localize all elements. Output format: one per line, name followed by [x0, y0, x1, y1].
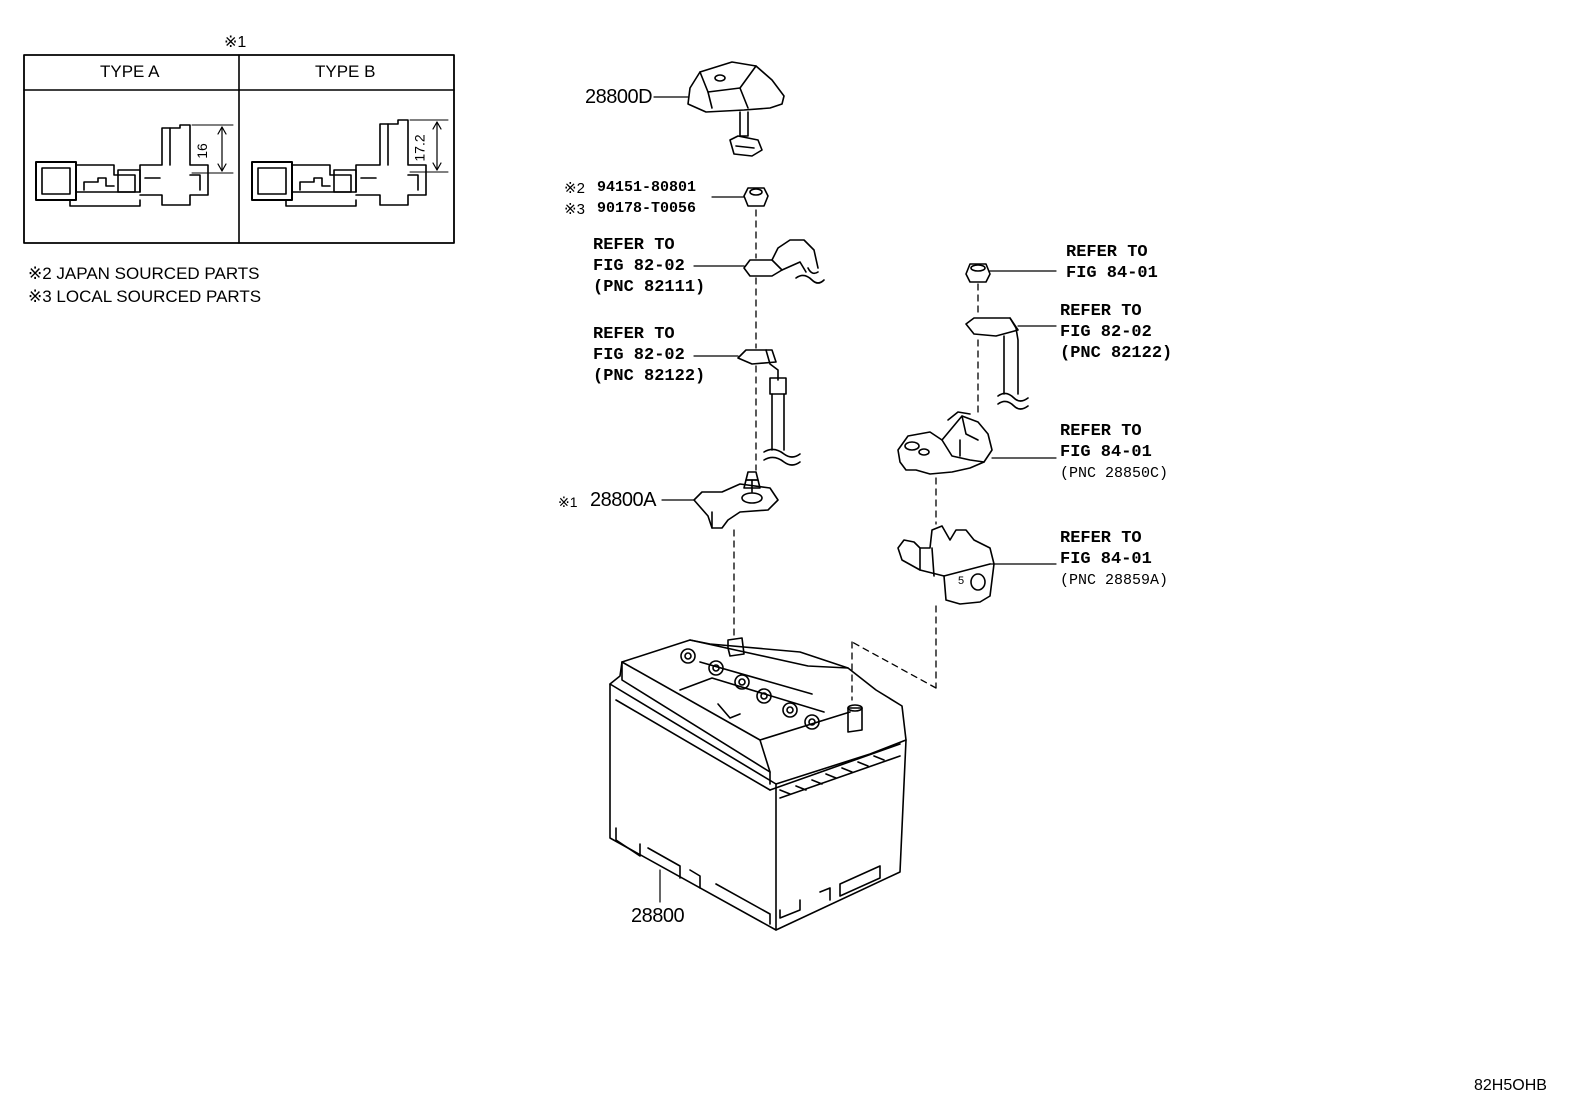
- type-a-dimension: 16: [193, 143, 210, 159]
- part-number-terminal-cover: 28800D: [585, 86, 653, 108]
- type-b-dimension: 17.2: [411, 134, 428, 162]
- part-number-negative-terminal: 28800A: [590, 489, 656, 511]
- figure-code: 82H5OHB: [1474, 1077, 1547, 1094]
- assembly-dashed-lines: [733, 209, 979, 701]
- type-b-terminal-drawing: [251, 119, 449, 207]
- ref-line: (PNC 28850C): [1060, 465, 1169, 482]
- ref-line: FIG 84-01: [1066, 264, 1158, 283]
- ref-line: FIG 82-02: [593, 257, 685, 276]
- terminal-marker: ※1: [558, 494, 578, 510]
- type-a-terminal-drawing: [35, 124, 234, 207]
- part-number-battery: 28800: [631, 905, 685, 927]
- ref-line: FIG 82-02: [1060, 323, 1152, 342]
- battery-drawing: [609, 637, 907, 931]
- japan-marker: ※2: [564, 180, 585, 197]
- ref-line: REFER TO: [1060, 422, 1142, 441]
- ref-line: FIG 82-02: [593, 346, 685, 365]
- negative-terminal-drawing: [693, 471, 779, 529]
- ref-nut-right-block: REFER TO FIG 84-01: [1066, 242, 1158, 284]
- type-a-label: TYPE A: [100, 62, 160, 81]
- type-b-label: TYPE B: [315, 62, 376, 81]
- ref-line: REFER TO: [1066, 243, 1148, 262]
- ref-line: (PNC 82111): [593, 278, 706, 297]
- clamp-mark: 5: [958, 575, 965, 587]
- part-number-nut-japan: 94151-80801: [597, 179, 697, 196]
- note-japan-sourced: ※2 JAPAN SOURCED PARTS: [28, 264, 260, 283]
- ref-line: REFER TO: [593, 236, 675, 255]
- right-nut-drawing: [965, 263, 991, 283]
- terminal-cover-drawing: [687, 61, 785, 157]
- ref-line: (PNC 82122): [1060, 344, 1173, 363]
- ref-82122-right-block: REFER TO FIG 82-02 (PNC 82122): [1060, 301, 1172, 364]
- positive-cover-drawing: [897, 525, 995, 605]
- middle-cable-lug-drawing: [737, 349, 801, 466]
- ref-line: REFER TO: [1060, 529, 1142, 548]
- note-local-sourced: ※3 LOCAL SOURCED PARTS: [28, 287, 262, 306]
- ref-line: REFER TO: [593, 325, 675, 344]
- ref-82122-left-block: REFER TO FIG 82-02 (PNC 82122): [593, 324, 705, 387]
- local-marker: ※3: [564, 201, 585, 218]
- ref-line: (PNC 82122): [593, 367, 706, 386]
- part-number-nut-local: 90178-T0056: [597, 200, 697, 217]
- ref-line: REFER TO: [1060, 302, 1142, 321]
- legend-marker: ※1: [224, 34, 247, 51]
- positive-terminal-drawing: [897, 411, 993, 475]
- legend-box: [23, 54, 455, 244]
- ref-28859a-block: REFER TO FIG 84-01 (PNC 28859A): [1060, 528, 1168, 591]
- ref-line: FIG 84-01: [1060, 550, 1152, 569]
- ref-line: FIG 84-01: [1060, 443, 1152, 462]
- right-cable-lug-drawing: [965, 317, 1029, 410]
- ref-82111-block: REFER TO FIG 82-02 (PNC 82111): [593, 235, 705, 298]
- ref-line: (PNC 28859A): [1060, 572, 1169, 589]
- upper-cable-lug-drawing: [743, 239, 825, 284]
- ref-28850c-block: REFER TO FIG 84-01 (PNC 28850C): [1060, 421, 1168, 484]
- nut-drawing: [743, 187, 769, 207]
